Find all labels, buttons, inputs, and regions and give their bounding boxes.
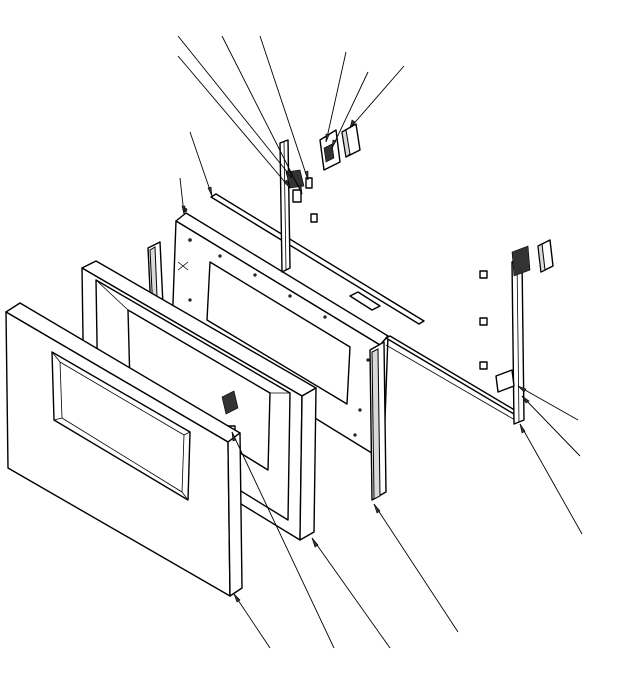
arrowhead-icon bbox=[349, 119, 356, 129]
hinge-bracket-upper bbox=[285, 129, 341, 223]
leader-line bbox=[189, 131, 213, 197]
vent-mark-icon bbox=[177, 261, 189, 271]
leader-line bbox=[259, 35, 309, 181]
arrowhead-icon bbox=[311, 537, 319, 548]
leader-line bbox=[331, 71, 369, 149]
leader-line bbox=[521, 395, 581, 457]
hinge-rod-right bbox=[479, 245, 531, 425]
leader-arrowheads bbox=[181, 119, 530, 603]
arrowhead-icon bbox=[283, 179, 291, 189]
hinge-pins bbox=[479, 270, 488, 370]
side-trim-right bbox=[369, 341, 387, 501]
top-seal-strip bbox=[210, 193, 425, 325]
callout-leaders bbox=[177, 35, 583, 649]
leader-line bbox=[231, 431, 335, 649]
arrowhead-icon bbox=[285, 169, 293, 179]
arrowhead-icon bbox=[519, 423, 526, 434]
leader-line bbox=[517, 385, 579, 421]
leader-line bbox=[349, 65, 405, 129]
arrowhead-icon bbox=[373, 503, 381, 514]
leader-line bbox=[519, 423, 583, 535]
leader-line bbox=[221, 35, 303, 195]
leader-line bbox=[177, 35, 293, 179]
leader-line bbox=[311, 537, 391, 649]
arrowhead-icon bbox=[231, 431, 237, 442]
leader-line bbox=[177, 55, 291, 189]
arrowhead-icon bbox=[233, 593, 241, 603]
arrowhead-icon bbox=[521, 395, 530, 404]
arrowhead-icon bbox=[331, 139, 337, 149]
arrowhead-icon bbox=[304, 170, 309, 181]
arrowhead-icon bbox=[517, 385, 527, 393]
arrowhead-icon bbox=[207, 186, 213, 197]
arrowhead-icon bbox=[181, 205, 186, 215]
arrowhead-icon bbox=[297, 184, 303, 195]
hinge-block bbox=[341, 123, 554, 273]
leader-line bbox=[233, 593, 271, 649]
leader-line bbox=[373, 503, 459, 633]
arrowhead-icon bbox=[325, 133, 330, 143]
outer-door-panel bbox=[5, 302, 243, 597]
leader-line bbox=[325, 51, 347, 143]
